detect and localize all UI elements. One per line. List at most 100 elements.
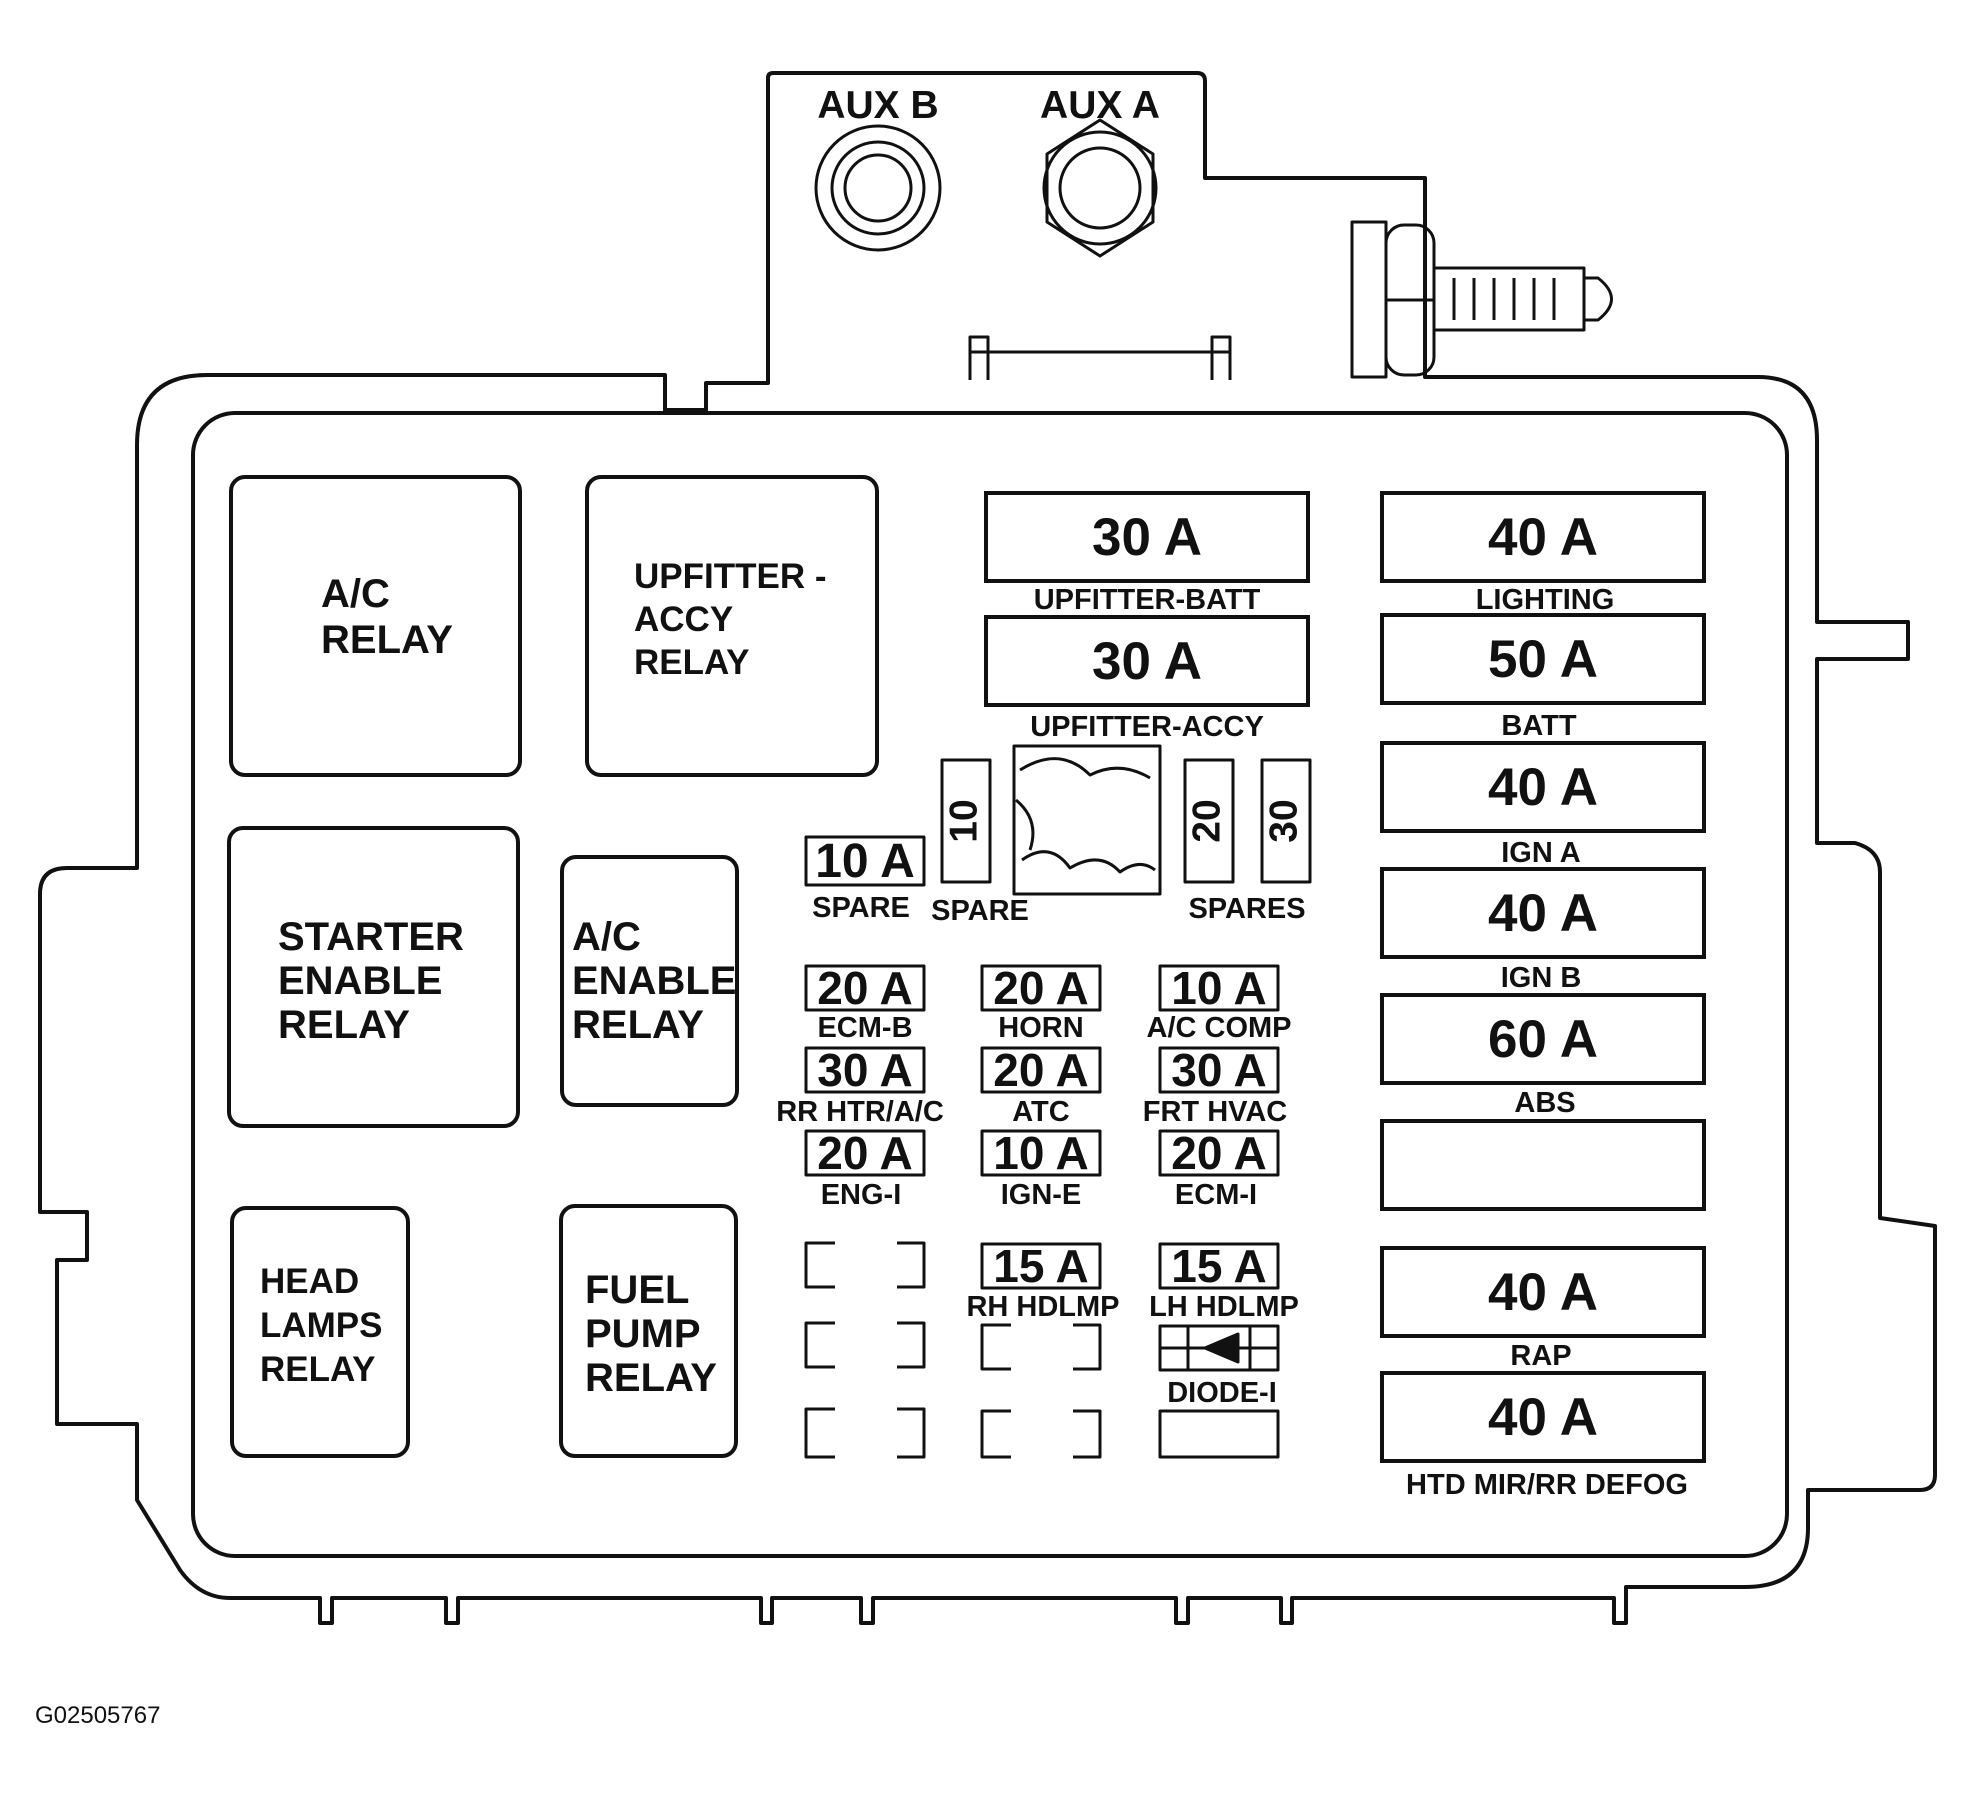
spare-20-rating: 20 — [1185, 799, 1228, 842]
head-lamps-relay — [230, 1206, 410, 1458]
figure-id: G02505767 — [35, 1702, 160, 1729]
starter-enable-relay-label: STARTER ENABLE RELAY — [278, 915, 475, 1047]
mini-fuse-label: FRT HVAC — [1143, 1096, 1288, 1128]
fuse-upfitter-batt-rating: 30 A — [1092, 508, 1202, 567]
ac-relay-label: A/C RELAY — [321, 572, 453, 662]
diode-spare-cavity — [1158, 1409, 1280, 1459]
fuse-upfitter-batt-label: UPFITTER-BATT — [1034, 584, 1261, 616]
mini-fuse — [1158, 964, 1280, 1012]
aux-b-label: AUX B — [817, 84, 938, 127]
aux-b-terminal — [814, 124, 942, 252]
maxi-fuse — [1380, 993, 1706, 1085]
mini-fuse-rating: 20 A — [817, 1127, 912, 1179]
maxi-fuse-rating: 40 A — [1488, 1263, 1598, 1322]
ac-enable-relay — [560, 855, 739, 1107]
spare-10-label: SPARE — [931, 895, 1029, 927]
spares-label: SPARES — [1188, 893, 1305, 925]
ac-relay — [229, 475, 522, 777]
mini-fuse-label: HORN — [998, 1012, 1083, 1044]
maxi-fuse-rating: 40 A — [1488, 758, 1598, 817]
mini-fuse-rating: 10 A — [1171, 962, 1266, 1014]
fuse-upfitter-accy — [984, 615, 1310, 707]
mini-fuse-rating: 10 A — [993, 1127, 1088, 1179]
maxi-fuse — [1380, 613, 1706, 705]
mini-fuse — [1158, 1129, 1280, 1177]
maxi-fuse — [1380, 491, 1706, 583]
empty-fuse-cavities — [804, 1241, 1102, 1459]
spare-10-fuse — [940, 758, 992, 884]
mini-fuse-label: A/C COMP — [1147, 1012, 1292, 1044]
mini-fuse-rating: 20 A — [993, 1044, 1088, 1096]
mini-fuse-label: ATC — [1012, 1096, 1070, 1128]
mini-fuse-rating: 15 A — [1171, 1240, 1266, 1292]
ac-enable-relay-label: A/C ENABLE RELAY — [572, 915, 748, 1047]
maxi-fuse-rating: 40 A — [1488, 1388, 1598, 1447]
spare-10a-rating: 10 A — [815, 835, 915, 888]
housing-inner — [191, 411, 1789, 1558]
spare-10a-label: SPARE — [812, 892, 910, 924]
mini-fuse — [804, 1046, 926, 1094]
maxi-fuse-label: HTD MIR/RR DEFOG — [1406, 1469, 1688, 1501]
housing-outline — [38, 71, 1937, 1625]
aux-a-terminal — [1042, 118, 1158, 258]
mini-fuse-rating: 30 A — [817, 1044, 912, 1096]
mini-fuse-label: RH HDLMP — [966, 1291, 1119, 1323]
fuel-pump-relay — [559, 1204, 738, 1458]
maxi-fuse-label: IGN A — [1501, 837, 1581, 869]
maxi-fuse-label: LIGHTING — [1476, 584, 1615, 616]
diode — [1158, 1324, 1280, 1372]
maxi-fuse-rating: 40 A — [1488, 508, 1598, 567]
mini-fuse — [804, 964, 926, 1012]
spare-10-rating: 10 — [942, 799, 985, 842]
mini-fuse-label: ENG-I — [821, 1179, 902, 1211]
maxi-fuse-rating: 50 A — [1488, 630, 1598, 689]
spare-30-rating: 30 — [1262, 799, 1305, 842]
mini-fuse-rating: 20 A — [1171, 1127, 1266, 1179]
mini-fuse — [980, 964, 1102, 1012]
fuse-upfitter-accy-rating: 30 A — [1092, 632, 1202, 691]
head-lamps-relay-label: HEAD LAMPS RELAY — [260, 1262, 392, 1389]
mini-fuse-label: IGN-E — [1001, 1179, 1082, 1211]
mini-fuse — [980, 1242, 1102, 1290]
mini-fuse-rating: 20 A — [993, 962, 1088, 1014]
upfitter-accy-relay-label: UPFITTER - ACCY RELAY — [634, 557, 836, 682]
top-tab-left — [968, 335, 990, 380]
maxi-fuse-label: IGN B — [1501, 962, 1582, 994]
mini-fuse — [980, 1129, 1102, 1177]
diode-label: DIODE-I — [1167, 1377, 1277, 1409]
maxi-fuse-rating: 60 A — [1488, 1010, 1598, 1069]
spare-20-fuse — [1183, 758, 1235, 884]
mini-fuse-label: ECM-B — [817, 1012, 912, 1044]
battery-stud — [1350, 220, 1613, 379]
mini-fuse-label: ECM-I — [1175, 1179, 1257, 1211]
maxi-fuse — [1380, 741, 1706, 833]
maxi-fuse — [1380, 1371, 1706, 1463]
top-tab-right — [1210, 335, 1232, 380]
mini-fuse-rating: 20 A — [817, 962, 912, 1014]
maxi-fuse-empty — [1380, 1119, 1706, 1211]
mini-fuse — [804, 1129, 926, 1177]
aux-a-label: AUX A — [1040, 84, 1160, 127]
maxi-fuse — [1380, 867, 1706, 959]
mini-fuse — [1158, 1242, 1280, 1290]
fuel-pump-relay-label: FUEL PUMP RELAY — [585, 1268, 717, 1400]
spare-30-fuse — [1260, 758, 1312, 884]
fuse-puller — [1012, 744, 1162, 896]
maxi-fuse-rating: 40 A — [1488, 884, 1598, 943]
maxi-fuse-label: BATT — [1501, 710, 1576, 742]
mini-fuse-label: LH HDLMP — [1149, 1291, 1299, 1323]
mini-fuse — [980, 1046, 1102, 1094]
mini-fuse-rating: 30 A — [1171, 1044, 1266, 1096]
maxi-fuse — [1380, 1246, 1706, 1338]
fuse-upfitter-batt — [984, 491, 1310, 583]
spare-10a-fuse — [804, 835, 926, 887]
upfitter-accy-relay — [585, 475, 879, 777]
mini-fuse — [1158, 1046, 1280, 1094]
starter-enable-relay — [227, 826, 520, 1128]
maxi-fuse-label: RAP — [1510, 1340, 1571, 1372]
mini-fuse-label: RR HTR/A/C — [776, 1096, 944, 1128]
maxi-fuse-label: ABS — [1514, 1087, 1575, 1119]
mini-fuse-rating: 15 A — [993, 1240, 1088, 1292]
fuse-upfitter-accy-label: UPFITTER-ACCY — [1030, 711, 1264, 743]
